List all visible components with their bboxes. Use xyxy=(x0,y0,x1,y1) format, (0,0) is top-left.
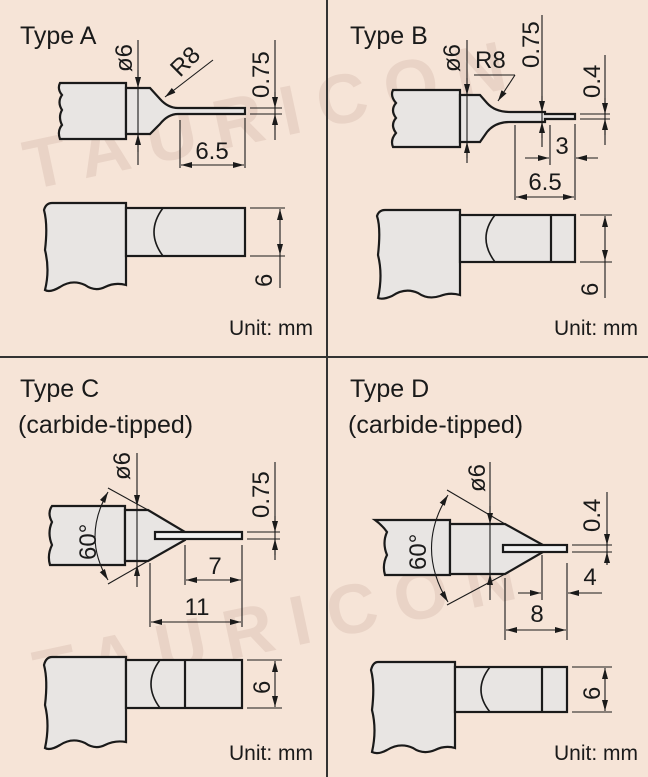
dim-tip-length: 3 xyxy=(555,133,568,160)
panel-title: Type C xyxy=(20,375,99,403)
anvil-body xyxy=(42,655,128,751)
panel-type-d: Type D (carbide-tipped) ø6 60° 0.4 4 xyxy=(348,375,638,765)
anvil-body xyxy=(42,201,128,293)
dim-tip-length: 4 xyxy=(583,564,596,591)
panel-title: Type A xyxy=(20,22,97,50)
top-view: 6 xyxy=(375,208,612,300)
dim-thickness: 0.75 xyxy=(518,21,545,68)
carbide-tip xyxy=(501,543,569,554)
anvil-body xyxy=(369,660,457,755)
panel-subtitle: (carbide-tipped) xyxy=(18,411,193,439)
dim-diameter: ø6 xyxy=(109,452,136,480)
side-view: ø6 60° 0.4 4 8 xyxy=(371,462,612,640)
dim-width: 6 xyxy=(249,681,276,694)
dim-width: 6 xyxy=(577,283,604,296)
anvil-tip xyxy=(453,665,569,714)
dim-width: 6 xyxy=(579,687,606,700)
dim-angle: 60° xyxy=(75,524,102,560)
anvil-tip xyxy=(124,206,247,258)
side-view: ø6 60° 0.75 7 11 xyxy=(47,452,280,627)
dim-radius: R8 xyxy=(165,41,206,82)
dim-tip-length: 7 xyxy=(208,553,221,580)
dim-length: 6.5 xyxy=(528,169,561,196)
dim-length: 6.5 xyxy=(195,138,228,165)
dim-tip-thickness: 0.4 xyxy=(579,65,606,98)
anvil-body xyxy=(390,88,462,149)
dim-length: 8 xyxy=(530,601,543,628)
panel-subtitle: (carbide-tipped) xyxy=(348,411,523,439)
anvil-tip xyxy=(124,86,247,136)
dim-radius: R8 xyxy=(475,47,506,74)
dim-angle: 60° xyxy=(405,534,432,570)
top-view: 6 xyxy=(369,660,612,755)
dim-thickness: 0.4 xyxy=(579,499,606,532)
panel-type-c: Type C (carbide-tipped) ø6 60° 0.75 7 xyxy=(18,375,313,765)
dim-thickness: 0.75 xyxy=(248,471,275,518)
dim-diameter: ø6 xyxy=(464,464,491,492)
top-view: 6 xyxy=(42,655,282,751)
unit-label: Unit: mm xyxy=(554,742,638,765)
carbide-tip xyxy=(153,530,244,541)
anvil-body xyxy=(371,518,452,577)
panel-title: Type D xyxy=(350,375,429,403)
top-view: 6 xyxy=(42,201,285,293)
anvil-tip xyxy=(458,213,577,264)
dim-length: 11 xyxy=(185,594,210,621)
unit-label: Unit: mm xyxy=(554,317,638,340)
anvil-tip xyxy=(458,93,577,144)
side-view: ø6 R8 0.75 0.4 3 6.5 xyxy=(390,15,610,200)
anvil-body xyxy=(375,208,462,300)
dim-thickness: 0.75 xyxy=(248,51,275,98)
unit-label: Unit: mm xyxy=(229,317,313,340)
panel-type-b: Type B ø6 R8 0.75 0.4 3 xyxy=(350,15,638,340)
dim-width: 6 xyxy=(251,274,278,287)
anvil-body xyxy=(57,81,128,141)
dim-diameter: ø6 xyxy=(111,44,138,72)
unit-label: Unit: mm xyxy=(229,742,313,765)
panel-title: Type B xyxy=(350,22,428,50)
dim-diameter: ø6 xyxy=(439,44,466,72)
